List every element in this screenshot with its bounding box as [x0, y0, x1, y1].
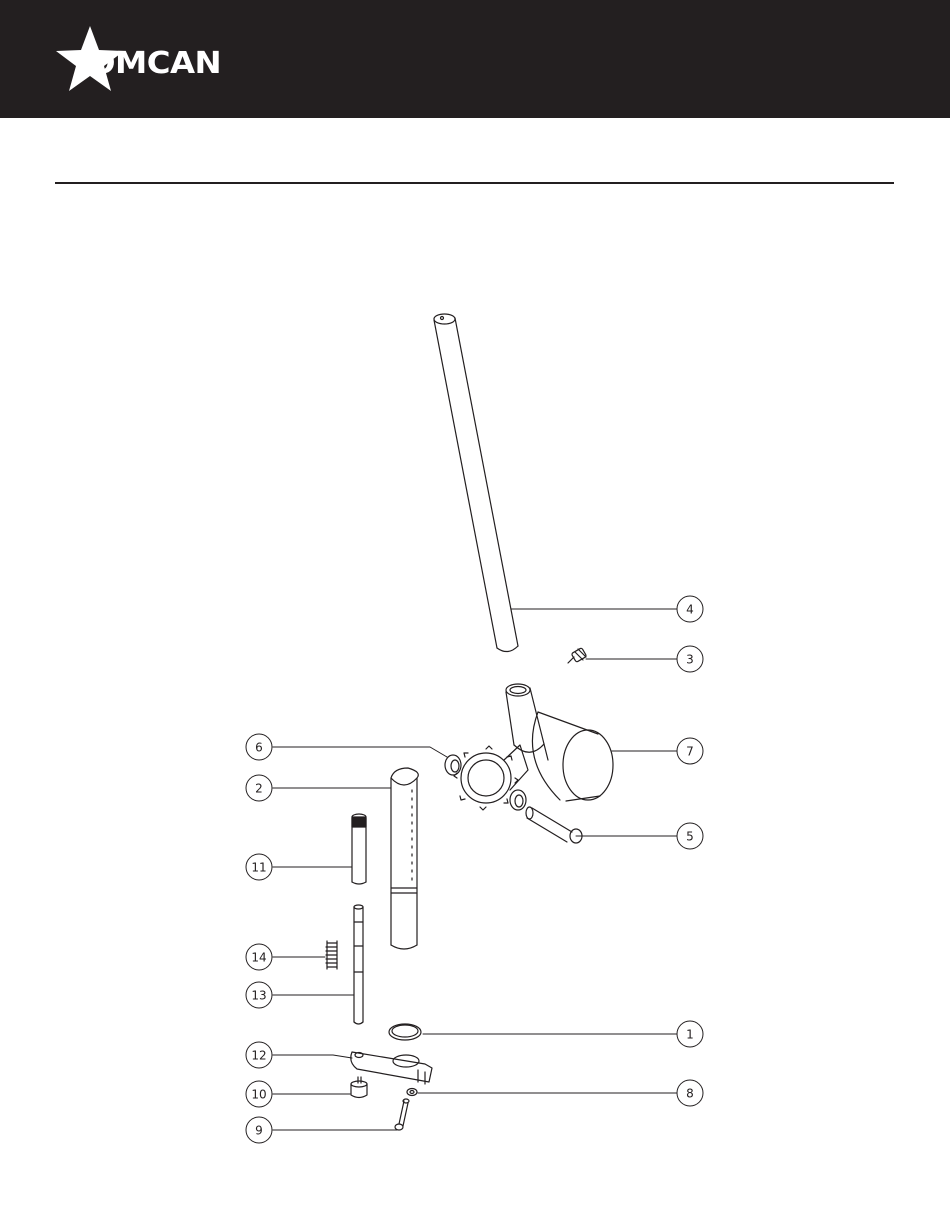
part-7-hub-assembly: [506, 684, 613, 801]
callout-14: 14: [246, 944, 272, 970]
callout-7: 7: [677, 738, 703, 764]
callouts: 4 3 7 6 2 5 11 14: [246, 596, 703, 1143]
part-6-pinion-gear: [445, 745, 528, 810]
callout-label: 6: [255, 741, 263, 755]
part-12-clamp-arm: [351, 1052, 432, 1084]
callout-9: 9: [246, 1117, 272, 1143]
part-5-pin: [526, 807, 582, 843]
callout-13: 13: [246, 982, 272, 1008]
callout-label: 14: [251, 951, 266, 965]
callout-8: 8: [677, 1080, 703, 1106]
part-3-knob-screw: [568, 648, 587, 663]
part-4-handle-rod: [434, 314, 518, 652]
part-2-rack-column: [391, 768, 418, 949]
callout-label: 9: [255, 1124, 263, 1138]
callout-2: 2: [246, 775, 272, 801]
callout-label: 10: [251, 1088, 266, 1102]
callout-6: 6: [246, 734, 272, 760]
callout-label: 7: [686, 745, 694, 759]
callout-label: 1: [686, 1028, 694, 1042]
callout-label: 4: [686, 603, 694, 617]
part-9-screw: [395, 1099, 409, 1130]
callout-4: 4: [677, 596, 703, 622]
callout-12: 12: [246, 1042, 272, 1068]
callout-label: 5: [686, 830, 694, 844]
callout-label: 3: [686, 653, 694, 667]
part-13-long-rod: [354, 905, 363, 1024]
part-1-retaining-ring: [389, 1024, 421, 1040]
part-8-washer: [407, 1089, 417, 1096]
callout-11: 11: [246, 854, 272, 880]
callout-label: 13: [251, 989, 266, 1003]
callout-label: 8: [686, 1087, 694, 1101]
part-11-short-rod: [352, 814, 366, 884]
leader-lines: [273, 609, 677, 1130]
callout-1: 1: [677, 1021, 703, 1047]
callout-label: 11: [251, 861, 266, 875]
callout-label: 2: [255, 782, 263, 796]
part-10-post: [351, 1077, 367, 1098]
callout-3: 3: [677, 646, 703, 672]
part-14-spring: [326, 941, 337, 969]
callout-5: 5: [677, 823, 703, 849]
callout-label: 12: [251, 1049, 266, 1063]
callout-10: 10: [246, 1081, 272, 1107]
